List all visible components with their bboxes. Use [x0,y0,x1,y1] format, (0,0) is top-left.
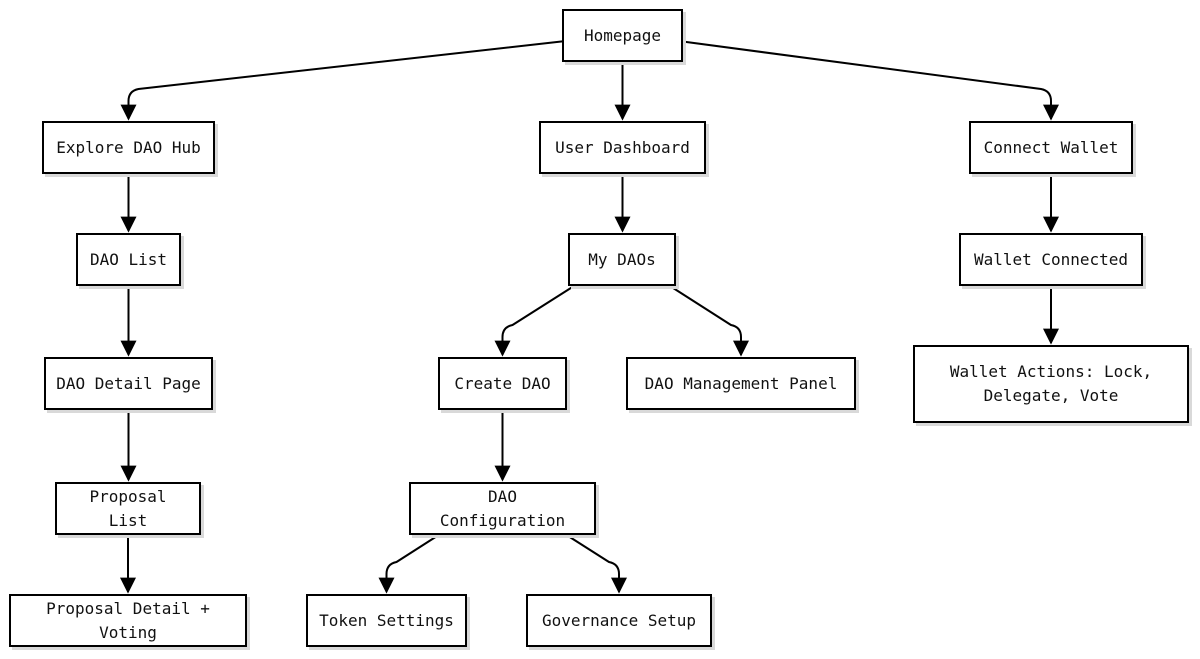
node-dao-management-panel: DAO Management Panel [626,357,856,410]
edge-dao-configuration-to-token-settings [378,534,440,594]
node-proposal-list: Proposal List [55,482,201,535]
node-wallet-actions: Wallet Actions: Lock, Delegate, Vote [913,345,1189,423]
node-label: Create DAO [454,373,551,393]
edge-my-daos-to-create-dao [494,285,575,357]
node-homepage: Homepage [562,9,683,62]
node-wallet-connected: Wallet Connected [959,233,1143,286]
node-my-daos: My DAOs [568,233,676,286]
edge-dao-configuration-to-governance-setup [566,534,627,594]
edge-homepage-to-connect-wallet [676,39,1059,121]
node-user-dashboard: User Dashboard [539,121,706,174]
node-label: DAO List [89,249,168,269]
edge-homepage-to-explore-dao-hub [120,39,569,121]
node-label: Connect Wallet [983,137,1119,157]
node-dao-configuration: DAO Configuration [409,482,596,535]
node-label: User Dashboard [555,137,690,157]
node-label: DAO Configuration [439,486,566,530]
node-proposal-detail-voting: Proposal Detail + Voting [9,594,247,647]
node-label: DAO Detail Page [56,373,201,393]
node-label: Proposal List [89,486,167,530]
node-create-dao: Create DAO [438,357,567,410]
node-token-settings: Token Settings [306,594,467,647]
node-label: Wallet Connected [973,249,1129,269]
node-dao-detail-page: DAO Detail Page [44,357,213,410]
node-label: Proposal Detail + Voting [46,598,210,642]
node-label: Token Settings [319,610,454,630]
node-dao-list: DAO List [76,233,181,286]
node-label: DAO Management Panel [644,373,838,393]
node-label: Wallet Actions: Lock, Delegate, Vote [949,362,1153,405]
node-label: My DAOs [588,249,656,269]
node-explore-dao-hub: Explore DAO Hub [42,121,215,174]
edge-my-daos-to-dao-management-panel [669,285,749,357]
node-label: Governance Setup [541,610,697,630]
node-governance-setup: Governance Setup [526,594,712,647]
node-label: Explore DAO Hub [56,137,201,157]
node-connect-wallet: Connect Wallet [969,121,1133,174]
node-label: Homepage [583,25,662,45]
